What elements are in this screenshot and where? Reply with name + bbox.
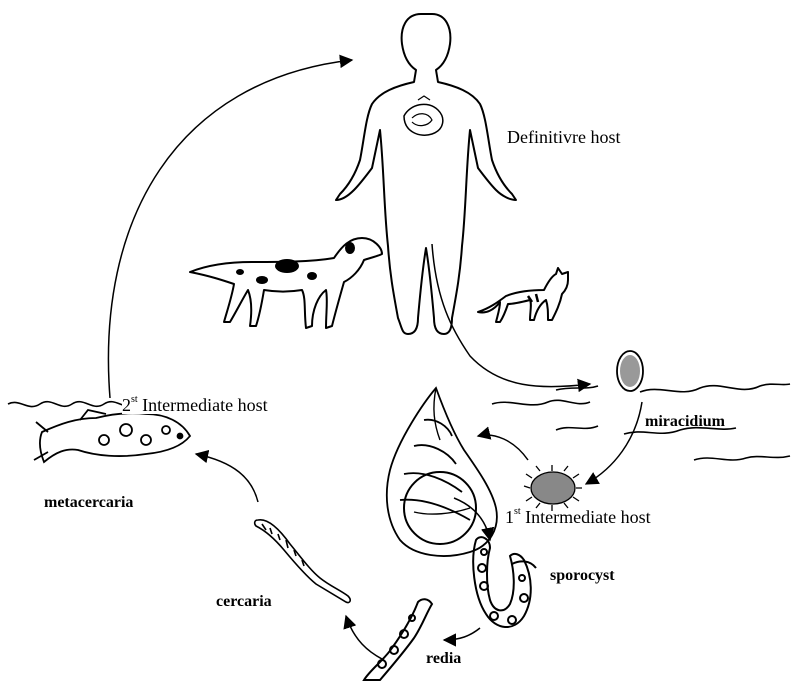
arrow-snail-to-sporocyst	[454, 498, 490, 540]
arrow-cercaria-to-fish	[196, 454, 258, 502]
arrow-redia-to-cercaria	[346, 616, 384, 660]
cercaria-label: cercaria	[216, 594, 272, 610]
arrow-sporocyst-to-redia	[444, 628, 480, 640]
sporocyst-figure	[473, 537, 536, 627]
snail-figure	[387, 388, 497, 556]
redia-label: redia	[426, 651, 461, 667]
definitive-host-label: Definitivre host	[507, 128, 620, 146]
arrow-human-to-miracidium	[432, 244, 590, 387]
sporocyst-label: sporocyst	[550, 568, 615, 584]
fish-figure	[34, 410, 190, 462]
arrow-miracidium-to-hatching	[586, 402, 642, 484]
human-figure	[336, 14, 516, 334]
first-intermediate-host-label: 1st Intermediate host	[505, 508, 651, 526]
metacercaria-label: metacercaria	[44, 495, 133, 511]
cercaria-figure	[255, 520, 350, 603]
cat-figure	[478, 268, 568, 322]
arrow-hatching-to-snail	[478, 435, 528, 460]
miracidium-label: miracidium	[645, 414, 725, 430]
second-intermediate-host-label: 2st Intermediate host	[122, 396, 268, 414]
arrow-fish-to-human	[108, 60, 352, 398]
dog-figure	[190, 238, 382, 328]
redia-figure	[364, 599, 432, 680]
miracidium-figure	[617, 351, 643, 391]
hatching-miracidium-figure	[524, 465, 582, 511]
